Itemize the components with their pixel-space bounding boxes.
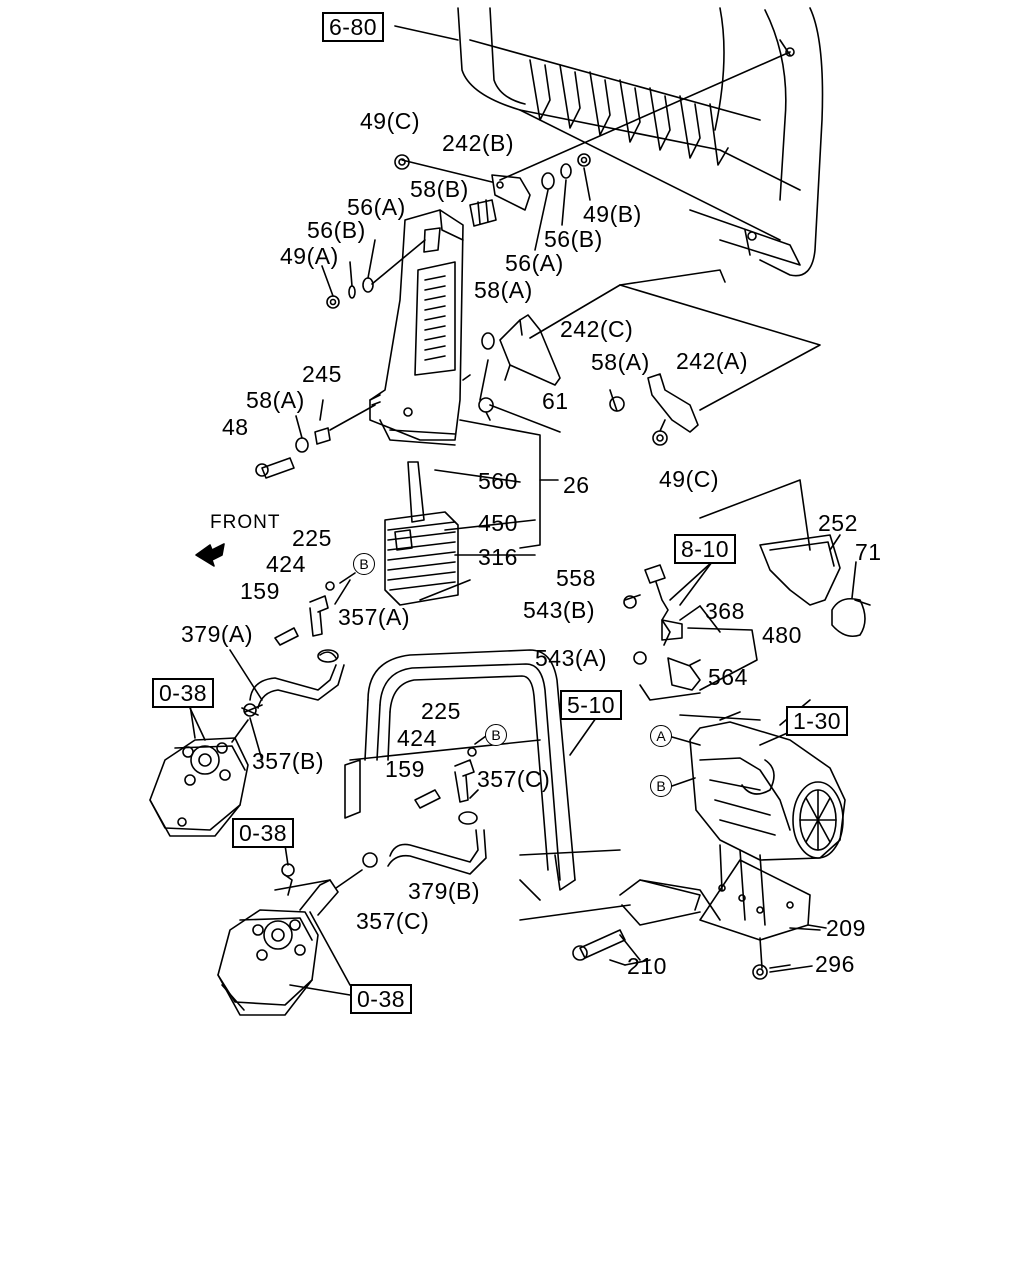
pump-upper (149, 707, 263, 837)
callout-357b: 357(B) (252, 748, 325, 774)
callout-242a: 242(A) (676, 348, 749, 374)
leader-209 (807, 924, 827, 929)
callout-480: 480 (762, 622, 802, 648)
leader-8-10 (669, 561, 713, 601)
intake-duct (369, 209, 471, 446)
ref-box-0-38-bot[interactable]: 0-38 (350, 984, 413, 1015)
callout-368: 368 (705, 598, 745, 624)
callout-225-mid: 225 (421, 698, 461, 724)
leader-296 (769, 965, 813, 973)
callout-56b-left: 56(B) (307, 217, 366, 243)
callout-61: 61 (542, 388, 569, 414)
front-arrow-icon (195, 543, 225, 567)
callout-210: 210 (627, 953, 667, 979)
leader-a-air (671, 736, 701, 746)
callout-245: 245 (302, 361, 342, 387)
callout-564: 564 (708, 664, 748, 690)
callout-424-top: 424 (266, 551, 306, 577)
callout-296: 296 (815, 951, 855, 977)
bracket-242a (609, 373, 699, 446)
leader-0-38-top (189, 704, 196, 739)
callout-58a-mid: 58(A) (474, 277, 533, 303)
sensor-assembly (623, 561, 758, 701)
leader-252 (829, 534, 841, 551)
callout-424-mid: 424 (397, 725, 437, 751)
air-cleaner (572, 479, 871, 980)
callout-49c-top: 49(C) (360, 108, 421, 134)
circle-mark-b-air: B (650, 775, 672, 797)
callout-48: 48 (222, 414, 249, 440)
callout-56b-right: 56(B) (544, 226, 603, 252)
callout-357a: 357(A) (338, 604, 411, 630)
callout-379a: 379(A) (181, 621, 254, 647)
callout-450: 450 (478, 510, 518, 536)
callout-558: 558 (556, 565, 596, 591)
duct-boot (384, 461, 459, 606)
bracket-242c (478, 269, 821, 433)
ref-box-5-10[interactable]: 5-10 (560, 690, 623, 721)
callout-49c-right: 49(C) (659, 466, 720, 492)
callout-209: 209 (826, 915, 866, 941)
leader-b-top (339, 572, 356, 584)
callout-242b: 242(B) (442, 130, 515, 156)
upper-hose (229, 579, 351, 717)
ref-box-0-38-mid[interactable]: 0-38 (232, 818, 295, 849)
circle-mark-a-air: A (650, 725, 672, 747)
middle-hose (362, 747, 487, 875)
large-pipe (344, 649, 631, 921)
callout-225-top: 225 (292, 525, 332, 551)
left-bolt-set (255, 399, 376, 479)
leader-210 (609, 959, 626, 966)
callout-26: 26 (563, 472, 590, 498)
callout-159-top: 159 (240, 578, 280, 604)
ref-box-1-30[interactable]: 1-30 (786, 706, 849, 737)
callout-49b: 49(B) (583, 201, 642, 227)
leader-5-10 (569, 717, 597, 756)
callout-316: 316 (478, 544, 518, 570)
callout-71: 71 (855, 539, 882, 565)
callout-543a: 543(A) (535, 645, 608, 671)
callout-159-mid: 159 (385, 756, 425, 782)
left-fasteners (321, 239, 426, 309)
ref-box-0-38-top[interactable]: 0-38 (152, 678, 215, 709)
callout-252: 252 (818, 510, 858, 536)
circle-mark-b-mid: B (485, 724, 507, 746)
leader-0-38-mid (284, 844, 289, 866)
callout-58b: 58(B) (410, 176, 469, 202)
ref-box-6-80[interactable]: 6-80 (322, 12, 385, 43)
ref-box-8-10[interactable]: 8-10 (674, 534, 737, 565)
callout-58a-left: 58(A) (246, 387, 305, 413)
leader-26 (419, 419, 559, 601)
callout-56a-right: 56(A) (505, 250, 564, 276)
callout-49a: 49(A) (280, 243, 339, 269)
callout-379b: 379(B) (408, 878, 481, 904)
callout-560: 560 (478, 468, 518, 494)
upper-brackets (394, 51, 791, 251)
callout-357c-bot: 357(C) (356, 908, 430, 934)
leader-b-mid (474, 735, 487, 745)
callout-56a-left: 56(A) (347, 194, 406, 220)
circle-mark-b-top: B (353, 553, 375, 575)
front-label: FRONT (210, 512, 281, 533)
leader-b-air (671, 777, 696, 787)
cab-panel (457, 7, 824, 277)
pump-lower (217, 863, 363, 1016)
callout-58a-right: 58(A) (591, 349, 650, 375)
callout-357c-top: 357(C) (477, 766, 551, 792)
leader-71 (851, 561, 857, 599)
callout-242c: 242(C) (560, 316, 634, 342)
callout-543b: 543(B) (523, 597, 596, 623)
leader-6-80 (394, 25, 459, 41)
